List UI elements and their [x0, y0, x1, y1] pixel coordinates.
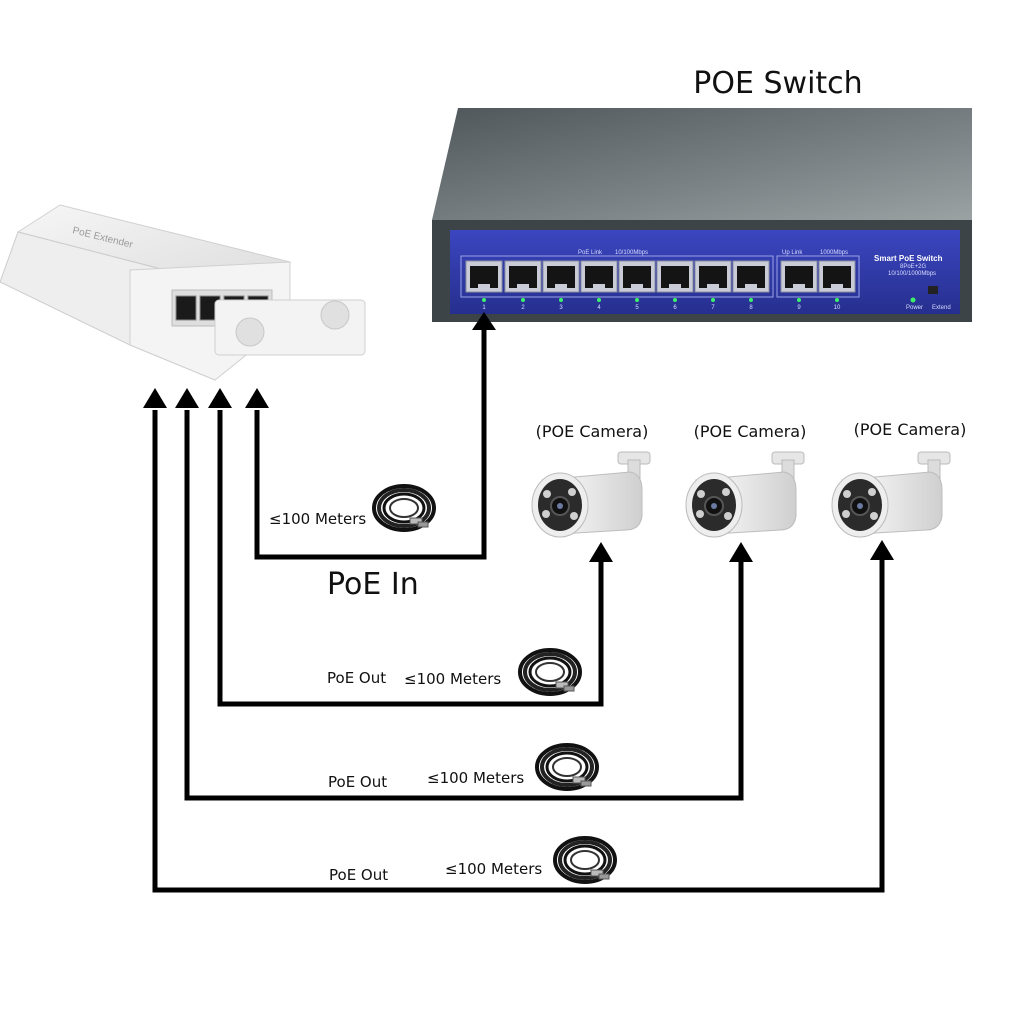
switch-port-number-9: 9 [797, 305, 801, 311]
switch-port-2: 2 [504, 260, 542, 311]
switch-port-6: 6 [656, 260, 694, 311]
camera-3 [831, 451, 951, 538]
poe-in-arrow-switch [472, 312, 496, 330]
switch-port-led-7 [711, 298, 715, 302]
switch-port-led-4 [597, 298, 601, 302]
poe-in-distance: ≤100 Meters [269, 510, 366, 528]
poe-out-2-wire [184, 410, 744, 801]
extend-label: Extend [932, 305, 951, 311]
camera-2 [685, 451, 805, 538]
switch-port-number-7: 7 [711, 305, 715, 311]
poe-out-1-arrow-extender [208, 388, 232, 408]
poe-out-3-arrow-extender [143, 388, 167, 408]
switch-port-number-6: 6 [673, 305, 677, 311]
switch-port-led-5 [635, 298, 639, 302]
poe-out-1-arrow-camera [589, 542, 613, 562]
switch-port-led-6 [673, 298, 677, 302]
switch-port-number-4: 4 [597, 305, 601, 311]
camera-1 [531, 451, 651, 538]
poe-out-2-distance: ≤100 Meters [427, 769, 524, 787]
uplink-label: Up Link [782, 250, 803, 256]
switch-port-number-10: 10 [834, 305, 841, 311]
extender-port-1 [175, 295, 197, 321]
poe-in-label: PoE In [327, 567, 419, 602]
poe-out-3-distance: ≤100 Meters [445, 860, 542, 878]
switch-port-7: 7 [694, 260, 732, 311]
switch-port-number-3: 3 [559, 305, 563, 311]
switch-port-led-1 [482, 298, 486, 302]
power-led [910, 297, 916, 303]
poe-out-3-arrow-camera [870, 540, 894, 560]
power-label: Power [906, 305, 923, 311]
poe-speed-label: 10/100Mbps [615, 250, 648, 256]
switch-brand-label: Smart PoE Switch [874, 254, 943, 263]
switch-speed-label: 10/100/1000Mbps [888, 271, 936, 277]
poe-port-group-outline [460, 255, 774, 298]
cable-coil-poe-out-1 [518, 648, 582, 696]
poe-extender: PoE Extender [0, 204, 366, 381]
uplink-port-group-outline [776, 255, 860, 298]
poe-out-2-arrow-camera [729, 542, 753, 562]
switch-ports: 1 2 3 4 5 6 7 8 9 10 [460, 255, 860, 311]
poe-link-label: PoE Link [578, 250, 603, 256]
cable-coil-poe-out-2 [535, 743, 599, 791]
switch-port-led-8 [749, 298, 753, 302]
poe-out-3-wire [152, 410, 885, 893]
switch-port-10: 10 [818, 260, 856, 311]
switch-port-9: 9 [780, 260, 818, 311]
switch-port-led-10 [835, 298, 839, 302]
switch-port-led-3 [559, 298, 563, 302]
switch-port-number-5: 5 [635, 305, 639, 311]
switch-port-1: 1 [465, 260, 503, 311]
switch-port-5: 5 [618, 260, 656, 311]
cable-coil-poe-out-3 [553, 836, 617, 884]
poe-out-3-label: PoE Out [329, 866, 388, 884]
poe-out-1-label: PoE Out [327, 669, 386, 687]
switch-model-label: 8PoE+2G [900, 264, 927, 270]
switch-top-panel [432, 108, 972, 220]
poe-out-2-arrow-extender [175, 388, 199, 408]
switch-port-8: 8 [732, 260, 770, 311]
switch-port-3: 3 [542, 260, 580, 311]
poe-in-wire [254, 318, 487, 560]
uplink-speed-label: 1000Mbps [820, 250, 848, 256]
poe-out-2-label: PoE Out [328, 773, 387, 791]
camera-3-label: (POE Camera) [854, 420, 967, 439]
camera-1-label: (POE Camera) [536, 422, 649, 441]
poe-out-1-wire [217, 410, 604, 707]
switch-port-4: 4 [580, 260, 618, 311]
switch-port-number-1: 1 [482, 305, 486, 311]
switch-port-number-8: 8 [749, 305, 753, 311]
switch-port-number-2: 2 [521, 305, 525, 311]
extend-switch [928, 286, 938, 294]
cable-coil-poe-in [372, 484, 436, 532]
poe-out-1-distance: ≤100 Meters [404, 670, 501, 688]
poe-switch: PoE Link 10/100Mbps Up Link 1000Mbps Sma… [432, 108, 972, 322]
diagram-title: POE Switch [693, 66, 862, 101]
camera-2-label: (POE Camera) [694, 422, 807, 441]
switch-port-led-9 [797, 298, 801, 302]
poe-in-arrow-extender [245, 388, 269, 408]
switch-port-led-2 [521, 298, 525, 302]
